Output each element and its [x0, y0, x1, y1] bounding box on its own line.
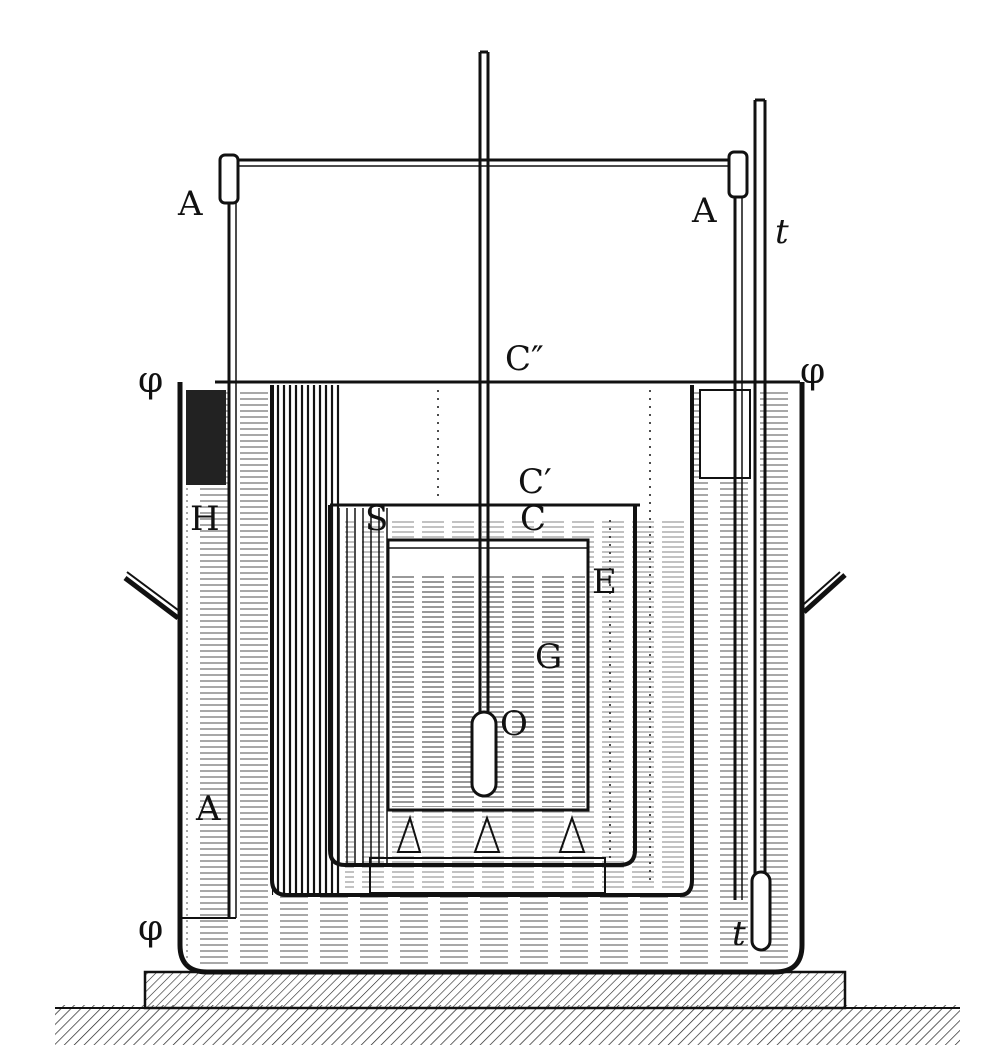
label-h: H [190, 499, 220, 539]
label-o: O [500, 704, 528, 744]
label-c-prime: C′ [518, 462, 552, 502]
label-c: C [520, 499, 546, 539]
central-thermometer [470, 50, 498, 798]
label-a-top-left: A [177, 184, 203, 224]
label-c-double-prime: C″ [505, 339, 544, 379]
label-t-top: t [775, 212, 789, 252]
label-a-lower-left: A [195, 789, 221, 829]
label-s: S [365, 499, 388, 539]
label-t-bottom: t [732, 914, 746, 954]
label-phi-bottom-left: φ [138, 908, 163, 949]
label-g: G [535, 637, 562, 677]
label-phi-top-right: φ [800, 351, 825, 392]
stirrer-frame [180, 150, 749, 919]
labels: A A t φ φ C″ C′ C H S E G O A φ t [138, 184, 825, 954]
ground [55, 1005, 960, 1045]
label-phi-top-left: φ [138, 360, 163, 401]
inner-vessel-c [328, 503, 640, 867]
base-slab [143, 970, 847, 1010]
outer-thermometer-t [750, 98, 772, 952]
label-a-top-right: A [691, 191, 717, 231]
label-e: E [592, 562, 617, 602]
